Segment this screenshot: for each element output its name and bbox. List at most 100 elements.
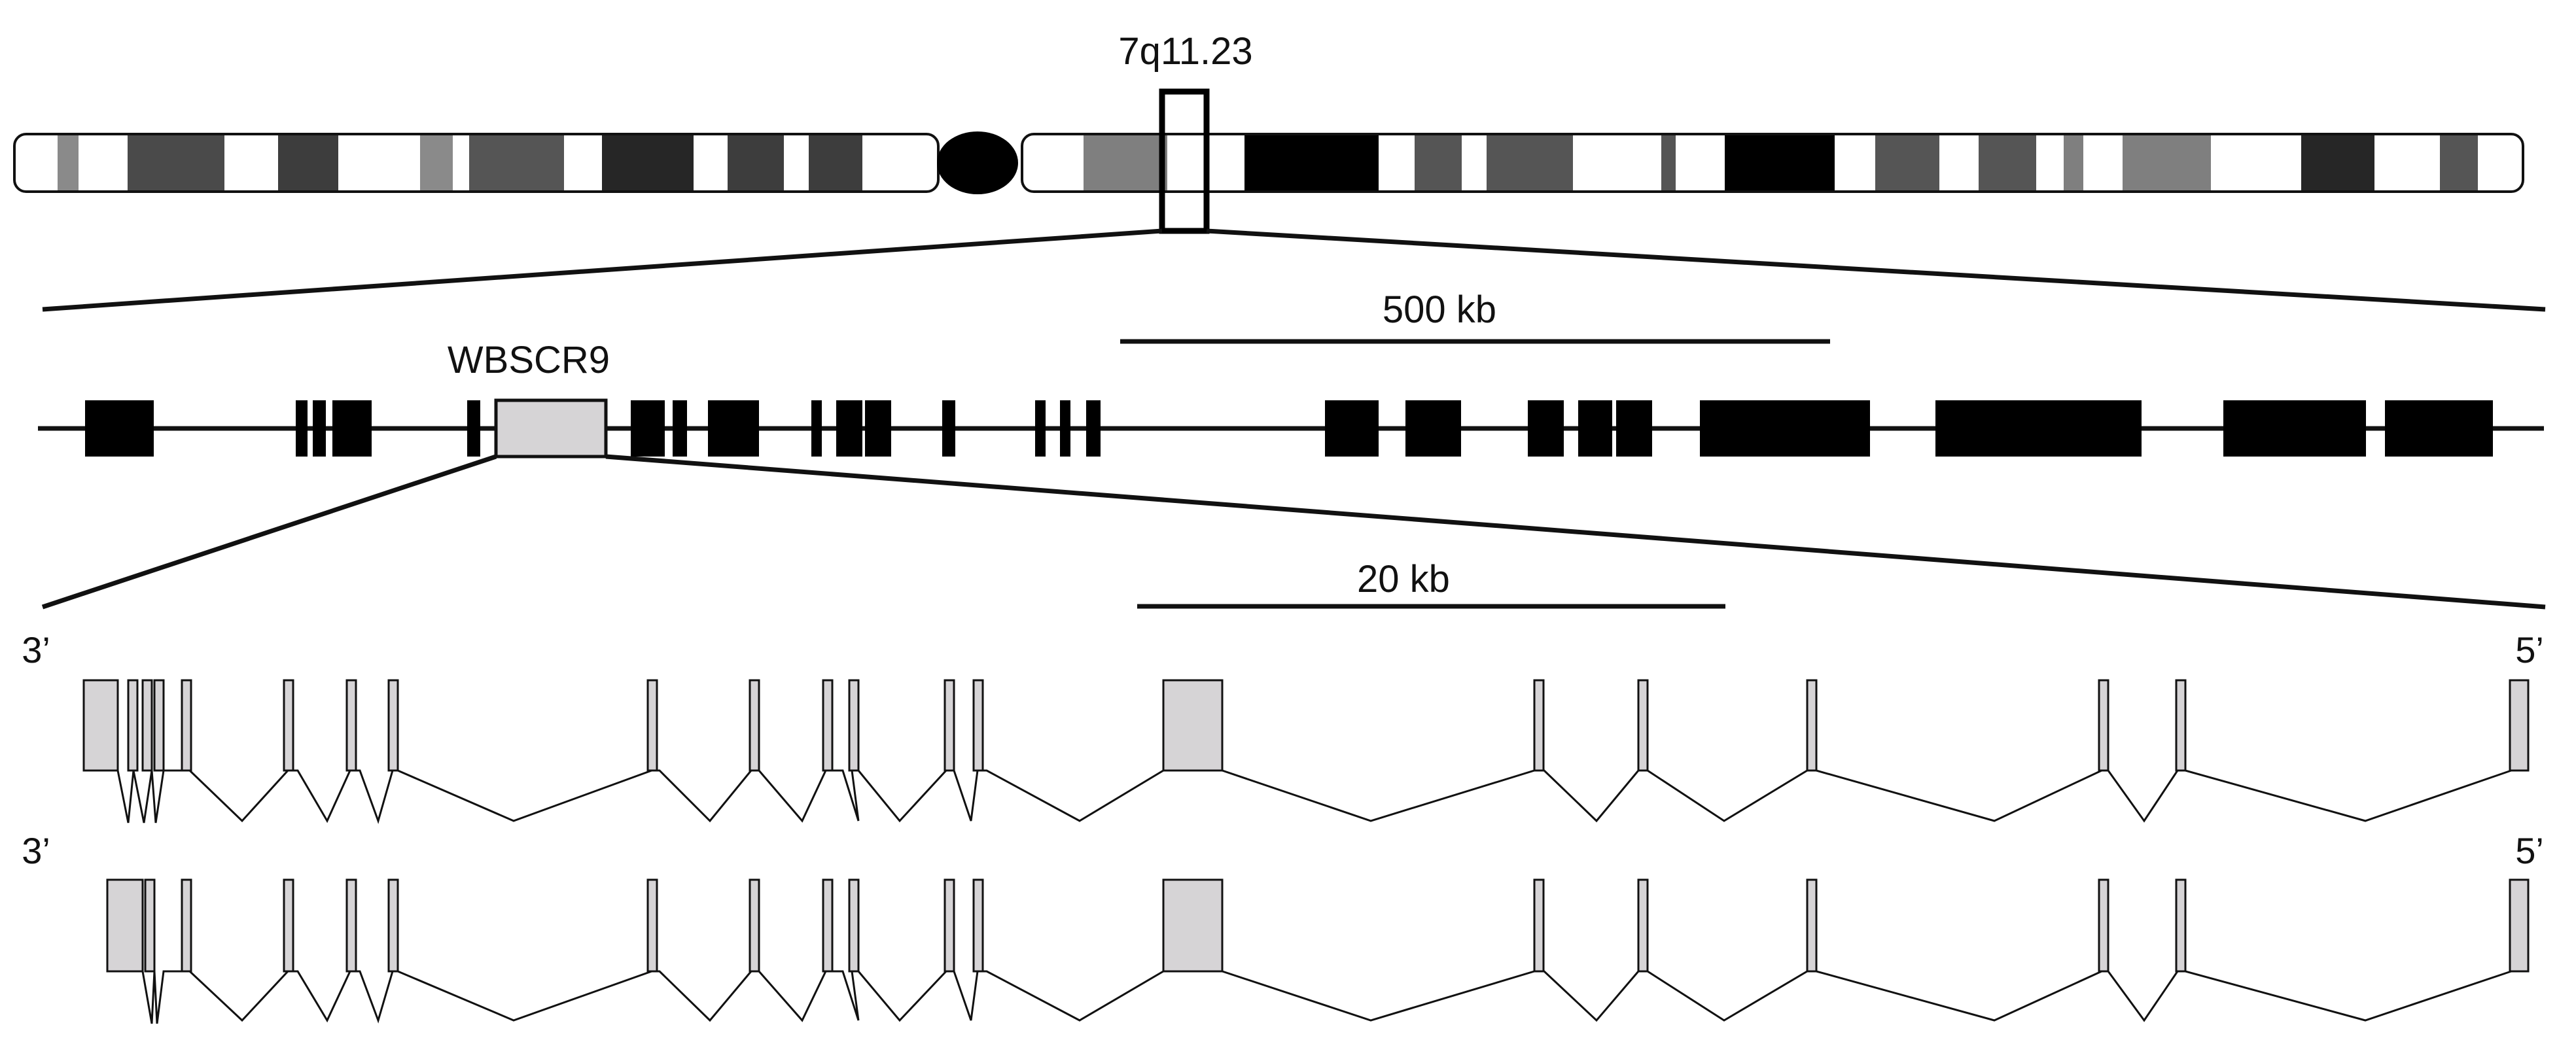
exon [387,679,399,772]
exon [2509,679,2530,772]
exon [1806,679,1818,772]
exon [749,878,760,973]
gene-block [1616,400,1652,457]
band-q-22 [2301,134,2374,192]
exon [972,878,984,973]
exon [1533,679,1545,772]
band-p-2 [58,134,79,192]
exon [1162,878,1224,973]
band-p-14 [728,134,784,192]
exon [2098,878,2109,973]
gene-block [942,400,955,457]
band-q-18 [2064,134,2083,192]
scale-bar-500kb: 500 kb [1120,288,1830,344]
band-p-1 [18,134,58,192]
exon [848,679,860,772]
exon [1806,878,1818,973]
band-q-15 [1939,134,1979,192]
band-p-12 [602,134,694,192]
exon [82,679,119,772]
exon [283,679,294,772]
exon [144,878,156,973]
band-q-11 [1676,134,1725,192]
band-q-20 [2123,134,2211,192]
exon [2509,878,2530,973]
band-q-2 [1084,134,1167,192]
band-q-9 [1573,134,1661,192]
gene-label: WBSCR9 [448,339,610,381]
isoform-1-5prime-label: 5’ [2515,629,2544,670]
isoform-2-5prime-label: 5’ [2515,830,2544,871]
gene-block [313,400,326,457]
exon [2175,878,2187,973]
band-q-23 [2374,134,2440,192]
band-p-3 [79,134,128,192]
band-q-12 [1725,134,1835,192]
gene-block [2385,400,2493,457]
band-p-7 [338,134,420,192]
exon [944,878,955,973]
region-highlight-box [1159,88,1210,234]
scale-bar-20kb: 20 kb [1137,558,1725,609]
isoform-2-introns [141,970,2512,1024]
exon [127,679,139,772]
exon [1162,679,1224,772]
band-p-8 [420,134,453,192]
band-q-6 [1415,134,1462,192]
genomic-region-track: WBSCR9 [38,339,2544,459]
gene-block [1060,400,1070,457]
q-arm-outline [1021,133,2524,193]
band-p-4 [128,134,224,192]
scale-bar-20kb-label: 20 kb [1357,558,1450,600]
band-q-25 [2478,134,2519,192]
zoom-line-gene-left [41,454,497,610]
zoom-line-left [42,228,1163,312]
isoform-1-introns [116,769,2512,824]
exon [1637,679,1649,772]
gene-block [296,400,308,457]
band-q-13 [1835,134,1875,192]
band-q-5 [1379,134,1415,192]
exon [345,878,357,973]
isoform-1-3prime-label: 3’ [22,629,50,670]
band-q-7 [1462,134,1487,192]
gene-block [631,400,665,457]
band-q-17 [2036,134,2064,192]
exon [749,679,760,772]
band-p-5 [224,134,278,192]
gene-block [811,400,822,457]
gene-block [2223,400,2366,457]
gene-block [1700,400,1870,457]
isoform-1: 3’ 5’ [22,629,2544,824]
gene-block [1528,400,1564,457]
exon [822,679,834,772]
band-p-16 [809,134,862,192]
band-p-10 [469,134,564,192]
exon [1533,878,1545,973]
band-p-11 [564,134,602,192]
zoom-line-right [1206,228,2546,312]
band-q-10 [1661,134,1676,192]
gene-block [1035,400,1046,457]
band-p-6 [278,134,338,192]
band-q-14 [1875,134,1939,192]
exon [972,679,984,772]
exon [283,878,294,973]
band-p-15 [784,134,809,192]
gene-block [467,400,480,457]
p-arm [13,133,940,193]
gene-block [332,400,372,457]
exon [2098,679,2109,772]
exon [944,679,955,772]
gene-block [85,400,154,457]
gene-block [1405,400,1461,457]
band-p-13 [694,134,728,192]
band-q-4 [1244,134,1379,192]
isoform-2: 3’ 5’ [22,830,2544,1024]
exon [646,679,658,772]
scale-bar-500kb-label: 500 kb [1383,288,1496,331]
exon [181,878,192,973]
gene-block [865,400,891,457]
exon [2175,679,2187,772]
